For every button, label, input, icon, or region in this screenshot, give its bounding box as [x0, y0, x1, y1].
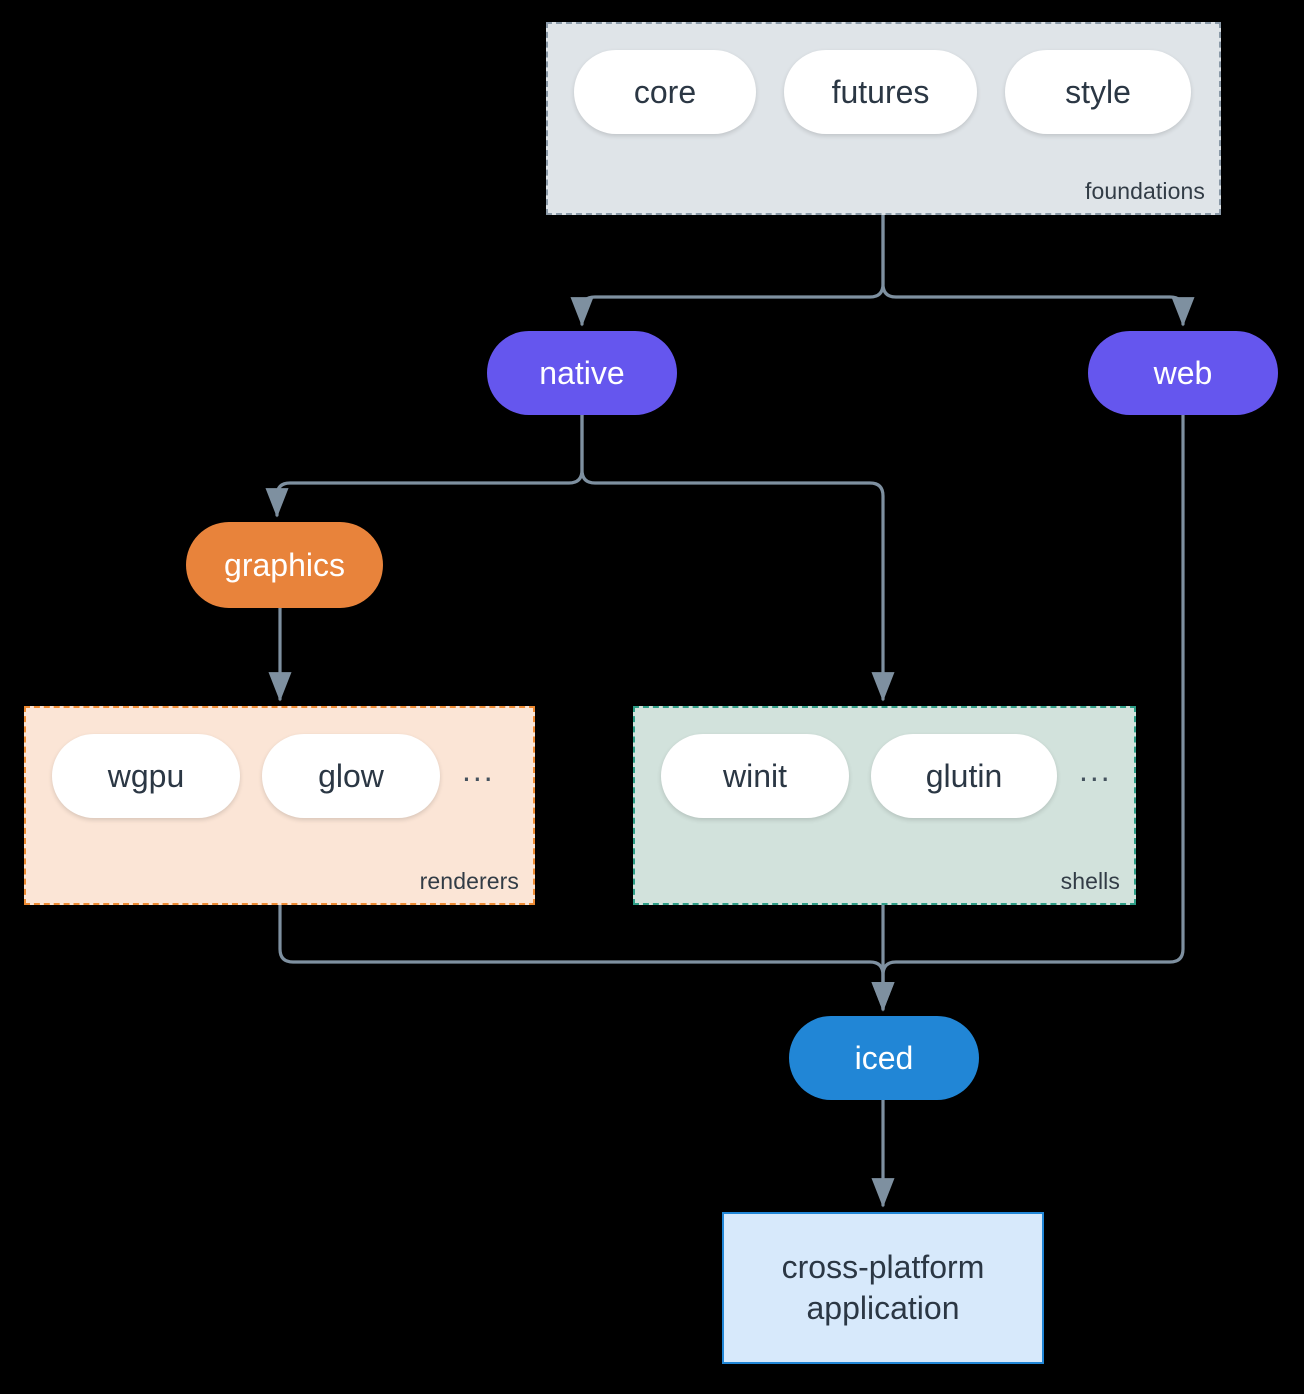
edge-native-shells [580, 413, 895, 702]
node-cross-platform-application[interactable]: cross-platform application [722, 1212, 1044, 1364]
cluster-shells: winit glutin ... shells [633, 706, 1136, 905]
cluster-foundations-label: foundations [1084, 178, 1205, 204]
renderers-overflow-ellipsis: ... [462, 752, 495, 788]
cluster-renderers: wgpu glow ... renderers [24, 706, 535, 905]
node-style[interactable]: style [1005, 50, 1191, 134]
cluster-foundations-nodes: core futures style [574, 50, 1245, 134]
node-iced[interactable]: iced [789, 1016, 979, 1100]
edge-foundations-native [570, 213, 885, 327]
node-core[interactable]: core [574, 50, 756, 134]
edge-native-graphics [265, 413, 584, 518]
edge-renderers-iced [278, 903, 895, 1012]
node-futures[interactable]: futures [784, 50, 977, 134]
node-native[interactable]: native [487, 331, 677, 415]
node-web[interactable]: web [1088, 331, 1278, 415]
node-graphics[interactable]: graphics [186, 522, 383, 608]
node-glow[interactable]: glow [262, 734, 440, 818]
cluster-renderers-label: renderers [419, 868, 519, 894]
node-winit[interactable]: winit [661, 734, 849, 818]
edge-foundations-web [881, 213, 1195, 327]
cluster-foundations: core futures style foundations [546, 22, 1221, 215]
application-line-2: application [806, 1290, 960, 1326]
cluster-shells-nodes: winit glutin ... [661, 734, 1160, 818]
cluster-shells-label: shells [1060, 868, 1120, 894]
node-wgpu[interactable]: wgpu [52, 734, 240, 818]
node-glutin[interactable]: glutin [871, 734, 1057, 818]
shells-overflow-ellipsis: ... [1079, 752, 1112, 788]
application-line-1: cross-platform [781, 1249, 985, 1286]
cluster-renderers-nodes: wgpu glow ... [52, 734, 559, 818]
